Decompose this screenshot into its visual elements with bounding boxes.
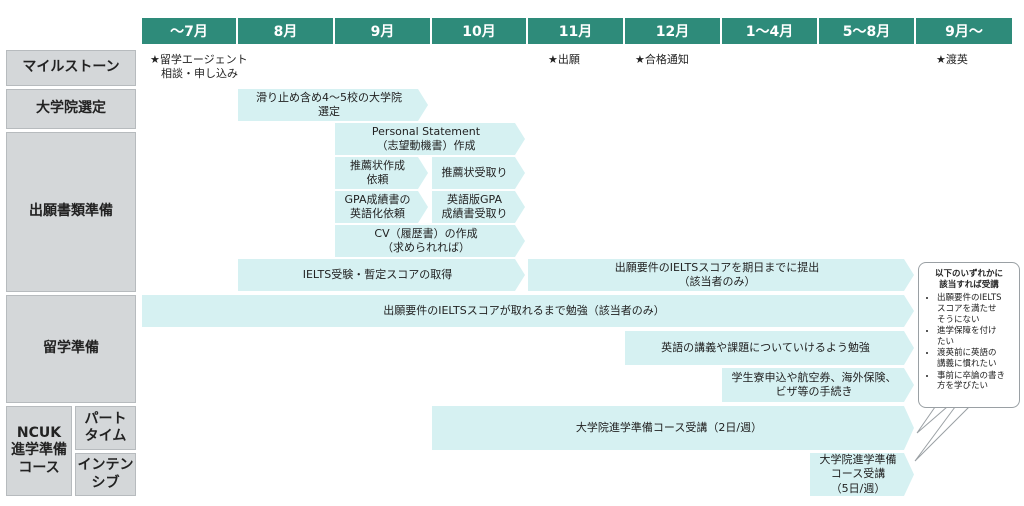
task-gpa-translate: GPA成績書の 英語化依頼 — [335, 191, 428, 223]
row-label-intensive: インテン シブ — [75, 453, 136, 496]
month-header-may-aug: 5～8月 — [819, 18, 916, 44]
row-label-milestone: マイルストーン — [6, 50, 136, 86]
task-ielts-submit: 出願要件のIELTSスコアを期日までに提出 （該当者のみ） — [528, 259, 914, 291]
month-header-sep-on: 9月～ — [916, 18, 1012, 44]
task-ielts-study: 出願要件のIELTSスコアが取れるまで勉強（該当者のみ） — [142, 295, 914, 327]
task-cv: CV（履歴書）の作成 （求められれば） — [335, 225, 525, 257]
task-rec-request: 推薦状作成 依頼 — [335, 157, 428, 189]
month-header-sep: 9月 — [335, 18, 432, 44]
task-grad-select: 滑り止め含め4～5校の大学院 選定 — [238, 89, 428, 121]
task-dorm-procedures: 学生寮申込や航空券、海外保険、 ビザ等の手続き — [722, 368, 914, 402]
row-label-study-prep: 留学準備 — [6, 295, 136, 403]
callout-item: 進学保障を付け たい — [937, 326, 1013, 347]
row-label-grad-selection: 大学院選定 — [6, 89, 136, 129]
task-english-lectures: 英語の講義や課題についていけるよう勉強 — [625, 331, 914, 365]
month-header-aug: 8月 — [238, 18, 335, 44]
row-label-part-time: パート タイム — [75, 406, 136, 450]
milestone-depart: ★渡英 — [936, 53, 968, 66]
callout-note: 以下のいずれかに 該当すれば受講 出願要件のIELTS スコアを満たせ そうにな… — [918, 262, 1020, 408]
callout-title: 以下のいずれかに 該当すれば受講 — [934, 269, 1003, 290]
callout-list: 出願要件のIELTS スコアを満たせ そうにない 進学保障を付け たい 渡英前に… — [925, 293, 1013, 392]
month-header-dec: 12月 — [625, 18, 722, 44]
task-personal-statement: Personal Statement （志望動機書）作成 — [335, 123, 525, 155]
month-header-jul: ～7月 — [142, 18, 238, 44]
callout-tails — [914, 406, 970, 462]
milestone-apply: ★出願 — [548, 53, 580, 66]
milestone-offer: ★合格通知 — [635, 53, 689, 66]
row-label-ncuk: NCUK 進学準備 コース — [6, 406, 72, 496]
task-prep-course-intensive: 大学院進学準備 コース受講 （5日/週） — [810, 453, 914, 496]
row-label-application-docs: 出願書類準備 — [6, 132, 136, 292]
month-header-jan-apr: 1～4月 — [722, 18, 819, 44]
month-header-oct: 10月 — [432, 18, 528, 44]
callout-item: 事前に卒論の書き 方を学びたい — [937, 371, 1013, 392]
milestone-agent: ★留学エージェント 相談・申し込み — [150, 53, 248, 81]
month-header-nov: 11月 — [528, 18, 625, 44]
callout-item: 渡英前に英語の 講義に慣れたい — [937, 348, 1013, 369]
task-gpa-receive: 英語版GPA 成績書受取り — [432, 191, 525, 223]
callout-item: 出願要件のIELTS スコアを満たせ そうにない — [937, 293, 1013, 325]
task-rec-receive: 推薦状受取り — [432, 157, 525, 189]
task-ielts-take: IELTS受験・暫定スコアの取得 — [238, 259, 525, 291]
task-prep-course-parttime: 大学院進学準備コース受講（2日/週） — [432, 406, 914, 450]
